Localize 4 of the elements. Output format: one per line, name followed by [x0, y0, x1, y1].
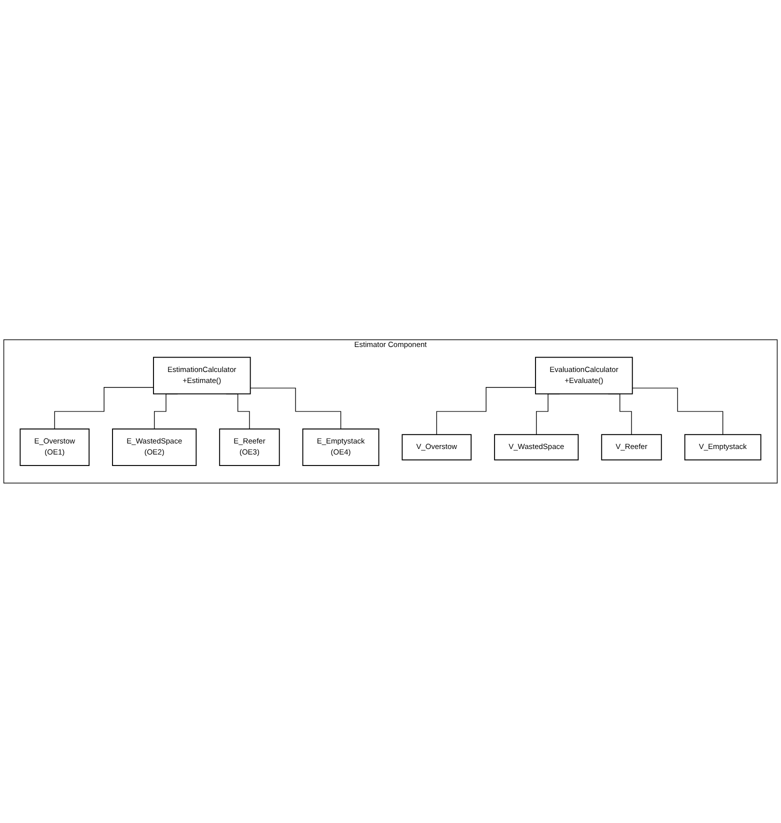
connector: [250, 388, 342, 430]
connector: [632, 388, 724, 436]
connector: [436, 387, 536, 436]
connector: [54, 387, 154, 430]
